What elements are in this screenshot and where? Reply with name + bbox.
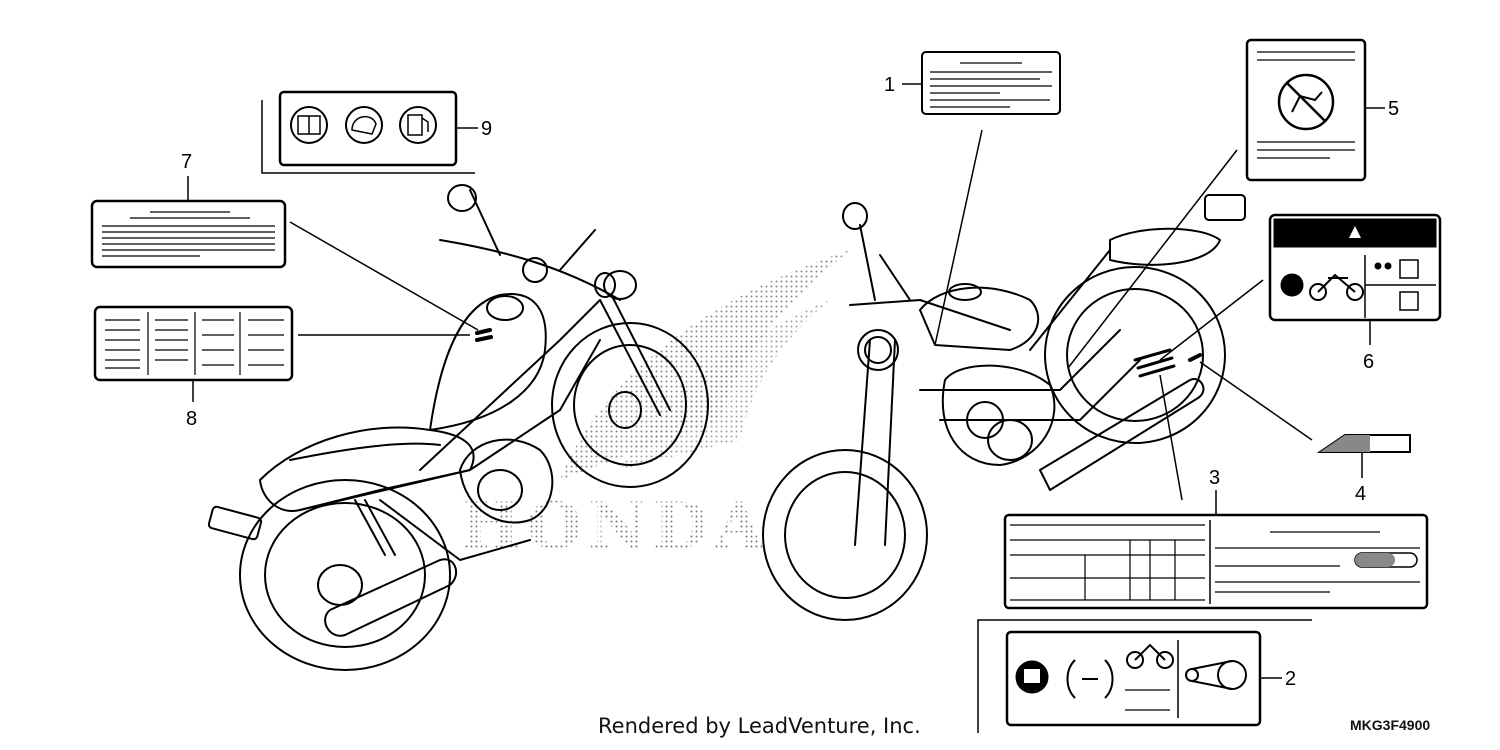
warning-icon <box>1349 226 1361 238</box>
label-2-bracket <box>977 619 1312 733</box>
watermark-text: HONDA <box>460 489 770 564</box>
helmet-icon <box>345 106 383 144</box>
callout-7: 7 <box>181 151 192 173</box>
leader-3-pointer <box>1159 374 1183 501</box>
label-9 <box>278 90 458 167</box>
callout-5: 5 <box>1388 98 1399 120</box>
leader-5-pointer <box>1067 149 1238 369</box>
tire-icon <box>1066 659 1114 699</box>
callout-8: 8 <box>186 408 197 430</box>
label-4 <box>1316 434 1411 453</box>
motorcycle-left <box>207 184 709 671</box>
chain-icon <box>1185 660 1247 690</box>
label-9-bracket <box>261 100 475 174</box>
manual-icon <box>1015 660 1049 694</box>
callout-4: 4 <box>1355 483 1366 505</box>
label-1 <box>921 51 1061 115</box>
callout-3: 3 <box>1209 467 1220 489</box>
label-3 <box>1003 513 1429 610</box>
manual-icon <box>290 106 328 144</box>
callout-2: 2 <box>1285 668 1296 690</box>
leader-4-pointer <box>1199 361 1313 441</box>
motorcycle-icon <box>1309 273 1364 301</box>
leader-6-pointer <box>1159 279 1264 361</box>
callout-1: 1 <box>884 74 895 96</box>
honda-wing-watermark: HONDA <box>460 250 850 564</box>
motorcycle-icon <box>1126 643 1174 669</box>
motorcycle-right <box>762 194 1246 621</box>
label-7 <box>90 199 287 269</box>
label-5 <box>1245 38 1367 182</box>
leader-7-pointer <box>289 221 479 331</box>
rendered-by-text: Rendered by LeadVenture, Inc. <box>598 714 921 738</box>
callout-6: 6 <box>1363 351 1374 373</box>
fuel-icon <box>399 106 437 144</box>
callout-9: 9 <box>481 118 492 140</box>
label-6 <box>1268 213 1442 322</box>
label-2 <box>1005 630 1262 727</box>
leader-1-pointer <box>934 129 983 346</box>
label-8 <box>93 305 294 382</box>
part-code: MKG3F4900 <box>1350 717 1430 733</box>
no-ride-icon <box>1277 73 1335 131</box>
